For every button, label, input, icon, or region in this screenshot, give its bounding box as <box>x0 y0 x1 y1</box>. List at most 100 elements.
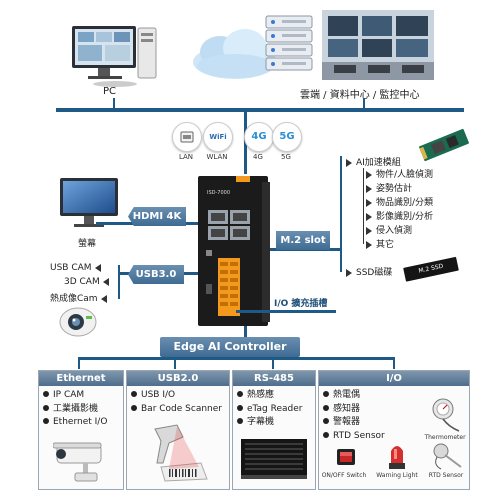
bullet-icon <box>131 391 137 397</box>
thermal-cam-label: 熱成像Cam <box>50 294 98 304</box>
4g-label: 4G <box>253 153 263 161</box>
ai-item-label: 物品識別/分類 <box>376 198 434 208</box>
bullet-icon <box>323 404 329 411</box>
rs485-item-label: 字幕機 <box>247 417 275 427</box>
server-rack-illustration <box>262 14 318 74</box>
usb2-item: Bar Code Scanner <box>127 403 229 417</box>
ai-item: 物件/人臉偵測 <box>366 167 433 180</box>
bullet-icon <box>43 391 49 397</box>
cloud-label: 雲端 / 資料中心 / 監控中心 <box>300 90 420 101</box>
3d-cam-item: 3D CAM <box>64 277 109 287</box>
ethernet-item: 工業攝影機 <box>39 403 123 417</box>
arrow-right-icon <box>366 170 372 179</box>
arrow-left-icon <box>94 263 101 272</box>
ethernet-panel: Ethernet IP CAM 工業攝影機 Ethernet I/O <box>38 370 124 490</box>
ethernet-item-label: IP CAM <box>53 390 85 400</box>
ai-item-label: 姿勢估計 <box>376 184 413 194</box>
display-label: 螢幕 <box>78 239 97 249</box>
bus-drop-usb2 <box>174 357 176 369</box>
pc-drop-line <box>113 98 115 108</box>
ai-module-title: AI加速模組 <box>346 155 401 168</box>
ethernet-title: Ethernet <box>39 371 123 386</box>
bus-drop-ethernet <box>78 357 80 369</box>
warning-light-label: Warning Light <box>376 472 418 479</box>
ssd-card-text: M.2 SSD <box>417 262 444 275</box>
ip-camera-illustration <box>52 433 113 485</box>
led-sign-illustration <box>239 435 309 481</box>
arrow-right-icon <box>366 226 372 235</box>
io-title: I/O <box>319 371 469 386</box>
usb-bracket-line <box>118 265 120 299</box>
bullet-icon <box>131 404 137 411</box>
rs485-title: RS-485 <box>233 371 315 386</box>
usb2-panel: USB2.0 USB I/O Bar Code Scanner <box>126 370 230 490</box>
io-item-label: 警報器 <box>333 417 361 427</box>
bullet-icon <box>237 391 243 397</box>
rtd-sensor-illustration <box>431 439 465 471</box>
usb2-item-label: USB I/O <box>141 390 176 400</box>
bullet-icon <box>237 418 243 424</box>
switch-label: ON/OFF Switch <box>321 472 367 479</box>
5g-label: 5G <box>281 153 291 161</box>
ai-item-label: 物件/人臉偵測 <box>376 170 434 180</box>
bullet-icon <box>323 431 329 438</box>
lan-label: LAN <box>178 153 194 161</box>
barcode-scanner-illustration <box>147 423 211 483</box>
bus-drop-rs485 <box>272 357 274 369</box>
usb2-item-label: Bar Code Scanner <box>141 403 222 414</box>
pc-label: PC <box>103 86 117 97</box>
controller-model: ISD-7000 <box>207 190 231 196</box>
ssd-card: M.2 SSD <box>402 250 462 287</box>
5g-icon: 5G <box>272 122 302 152</box>
bullet-icon <box>323 418 329 424</box>
wlan-label: WLAN <box>206 153 228 161</box>
arrow-left-icon <box>100 294 107 303</box>
camera-illustration <box>58 304 98 338</box>
top-network-line <box>56 108 464 112</box>
ai-item-label: 其它 <box>376 240 395 250</box>
usb-cam-item: USB CAM <box>50 263 101 273</box>
usb2-title: USB2.0 <box>127 371 229 386</box>
hdmi-tag: HDMI 4K <box>128 207 186 226</box>
ai-item: 物品識別/分類 <box>366 195 433 208</box>
io-item: 熱電偶 <box>319 389 469 403</box>
arrow-right-icon <box>366 198 372 207</box>
m2-tag: M.2 slot <box>276 231 330 250</box>
ai-item: 侵入偵測 <box>366 223 412 236</box>
bullet-icon <box>43 418 49 424</box>
ai-item-label: 影像識別/分析 <box>376 212 434 222</box>
ethernet-item: IP CAM <box>39 389 123 403</box>
ai-item-label: 侵入偵測 <box>376 226 413 236</box>
arrow-left-icon <box>102 277 109 286</box>
warning-light-illustration <box>387 441 407 471</box>
io-item-label: RTD Sensor <box>333 430 385 441</box>
ethernet-item-label: 工業攝影機 <box>53 403 99 414</box>
ssd-item: SSD磁碟 <box>346 265 392 278</box>
switch-illustration <box>335 445 357 469</box>
arrow-right-icon <box>366 184 372 193</box>
rs485-item-label: eTag Reader <box>247 403 303 414</box>
lan-icon <box>172 122 202 152</box>
rs485-item: 熱感應 <box>233 389 315 403</box>
io-item: RTD Sensor <box>319 430 469 444</box>
usb2-item: USB I/O <box>127 389 229 403</box>
bullet-icon <box>323 391 329 397</box>
io-item: 警報器 <box>319 416 469 430</box>
monitor-illustration <box>58 176 122 232</box>
rtd-sensor-label: RTD Sensor <box>428 472 464 479</box>
pc-illustration <box>70 18 160 88</box>
thermometer-label: Thermometer <box>424 434 466 441</box>
bus-drop-io <box>393 357 395 369</box>
io-expansion-label: I/O 擴充插槽 <box>274 299 328 309</box>
io-item-label: 熱電偶 <box>333 390 361 400</box>
3d-cam-label: 3D CAM <box>64 277 100 287</box>
rs485-item: 字幕機 <box>233 416 315 430</box>
edge-ai-controller-banner: Edge AI Controller <box>160 337 300 357</box>
control-room-illustration <box>322 10 434 80</box>
ai-sub-bracket-line <box>363 168 364 244</box>
thermal-cam-item: 熱成像Cam <box>50 291 107 304</box>
controller-down-line <box>244 326 247 340</box>
ssd-label: SSD磁碟 <box>356 268 393 278</box>
4g-icon: 4G <box>244 122 274 152</box>
ai-item: 姿勢估計 <box>366 181 412 194</box>
